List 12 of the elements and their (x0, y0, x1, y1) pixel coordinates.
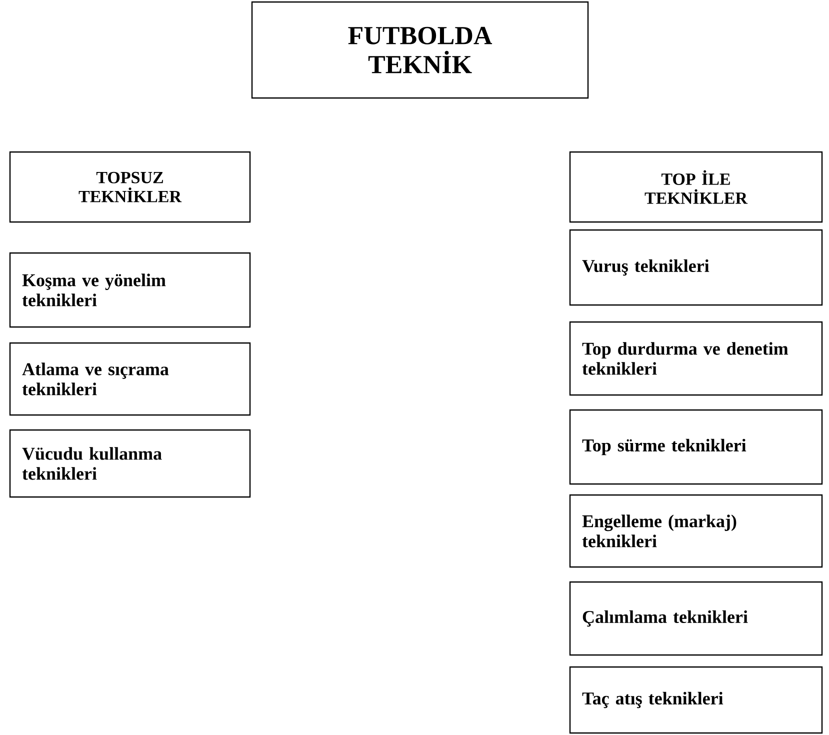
technique-box: Koşma ve yönelim teknikleri (9, 252, 251, 328)
technique-box: Atlama ve sıçrama teknikleri (9, 342, 251, 416)
technique-box: Top durdurma ve denetim teknikleri (569, 321, 823, 396)
technique-box: Vücudu kullanma teknikleri (9, 429, 251, 498)
technique-box: Vuruş teknikleri (569, 229, 823, 306)
technique-box: Taç atış teknikleri (569, 666, 823, 734)
technique-box: Engelleme (markaj) teknikleri (569, 494, 823, 568)
category-box: TOPSUZ TEKNİKLER (9, 151, 251, 223)
category-box: TOP İLE TEKNİKLER (569, 151, 823, 223)
technique-box: Top sürme teknikleri (569, 409, 823, 485)
technique-box: Çalımlama teknikleri (569, 581, 823, 656)
title-box: FUTBOLDA TEKNİK (251, 1, 589, 99)
